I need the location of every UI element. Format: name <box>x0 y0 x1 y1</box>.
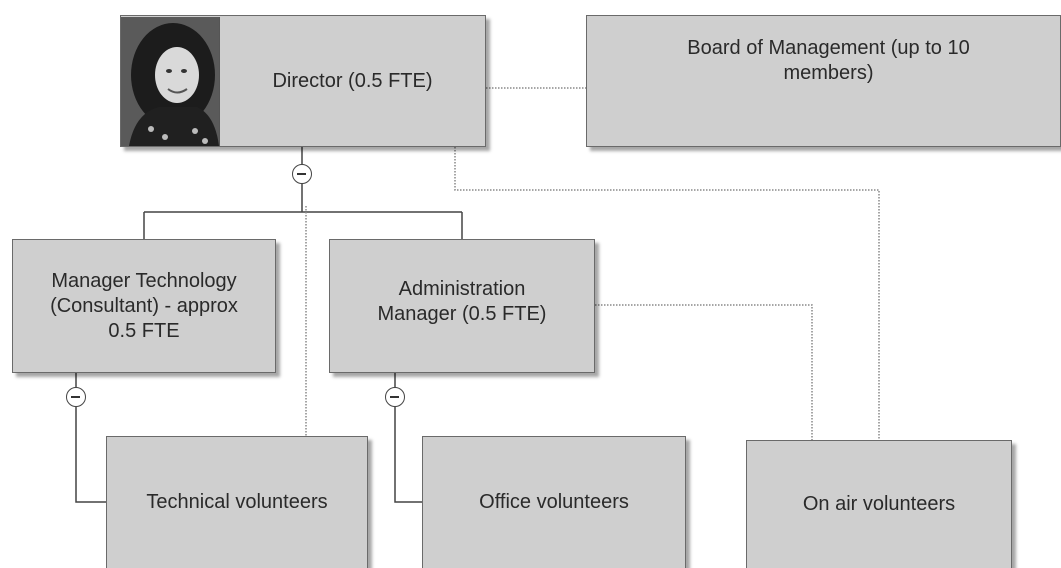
technical-volunteers-node[interactable]: Technical volunteers <box>106 436 368 568</box>
director-photo <box>121 16 220 146</box>
technical-volunteers-label: Technical volunteers <box>146 491 328 513</box>
director-label: Director (0.5 FTE) <box>272 69 433 92</box>
board-of-management-node[interactable]: Board of Management (up to 10 members) <box>586 15 1061 147</box>
board-of-management-label: Board of Management (up to 10 members) <box>687 37 970 84</box>
director-node[interactable]: Director (0.5 FTE) <box>120 15 486 147</box>
dotted-line-director-to-on-air <box>454 147 880 440</box>
solid-line-to-technical-volunteers <box>75 407 106 503</box>
on-air-volunteers-node[interactable]: On air volunteers <box>746 440 1012 568</box>
manager-technology-label: Manager Technology (Consultant) - approx… <box>50 269 238 342</box>
office-volunteers-label: Office volunteers <box>479 491 629 513</box>
administration-manager-label: Administration Manager (0.5 FTE) <box>377 278 547 325</box>
office-volunteers-node[interactable]: Office volunteers <box>422 436 686 568</box>
solid-line-to-office-volunteers <box>394 407 422 503</box>
dotted-line-admin-to-on-air <box>595 304 813 440</box>
collapse-administration-manager-minus-icon[interactable] <box>385 387 405 407</box>
manager-technology-node[interactable]: Manager Technology (Consultant) - approx… <box>12 239 276 373</box>
collapse-director-minus-icon[interactable] <box>292 164 312 184</box>
administration-manager-node[interactable]: Administration Manager (0.5 FTE) <box>329 239 595 373</box>
on-air-volunteers-label: On air volunteers <box>802 493 956 515</box>
collapse-manager-technology-minus-icon[interactable] <box>66 387 86 407</box>
